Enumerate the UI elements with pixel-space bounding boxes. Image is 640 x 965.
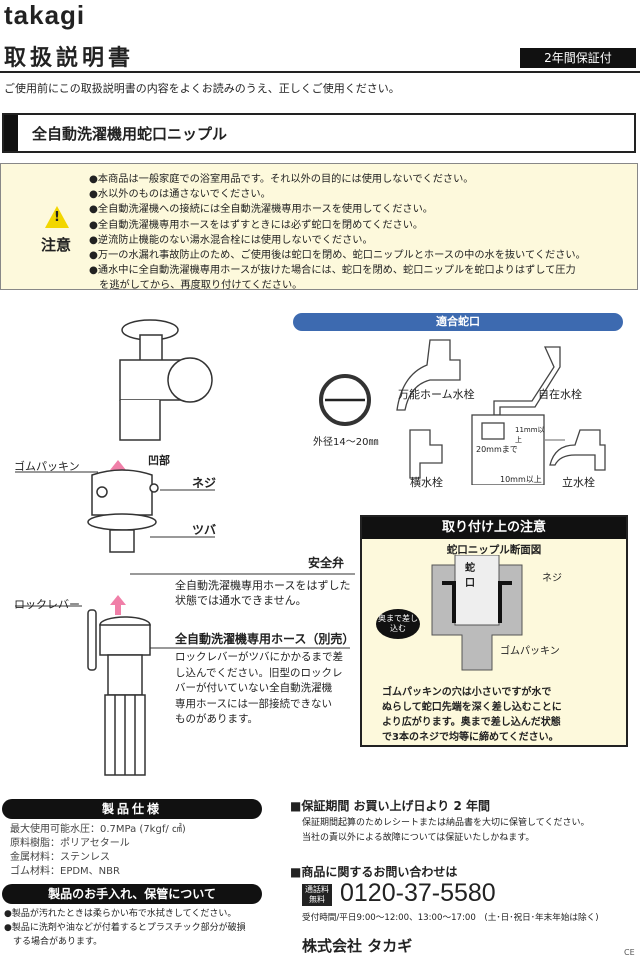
safety-valve-label: 安全弁 [308,556,345,570]
safety-valve-desc: 全自動洗濯機専用ホースをはずした [175,579,351,592]
gom-packing-label: ゴムパッキン [500,646,560,657]
dim-10-label: 10mm以上 [500,475,542,484]
faucet-flexible-icon [493,346,561,416]
caution-box: ! 注意 ●本商品は一般家庭での浴室用品です。それ以外の目的には使用しないでくだ… [0,163,638,291]
push-in-callout: 奥まで差し込む [376,609,420,639]
faucet-universal-icon [396,339,461,411]
spec-item: ゴム材料：EPDM、NBR [10,866,120,877]
care-item: ●製品に洗剤や油などが付着するとプラスチック部分が破損 [4,923,246,933]
caution-item: ●万一の水漏れ事故防止のため、ご使用後は蛇口を閉め、蛇口ニップルとホースの中の水… [89,250,586,262]
install-note-text: ゴムパッキンの穴は小さいですが水で ぬらして蛇口先端を深く差し込むことに より広… [382,685,562,745]
caution-item: ●通水中に全自動洗濯機専用ホースが抜けた場合には、蛇口を閉め、蛇口ニップルを蛇口… [89,265,576,277]
nipple-drawing [87,469,159,553]
warranty-line: 保証期間起算のためレシートまたは納品書を大切に保管してください。 [302,818,590,828]
safety-valve-desc: 状態では通水できません。 [175,594,307,607]
hose-label: 全自動洗濯機専用ホース（別売） [175,632,355,646]
cross-section-drawing [431,555,523,671]
caution-label: 注意 [41,236,72,254]
intro-text: ご使用前にこの取扱説明書の内容をよくお読みのうえ、正しくご使用ください。 [4,82,400,95]
hose-desc-line: バーが付いていない全自動洗濯機 [175,682,333,694]
faucet-type-label: 立水栓 [562,476,595,489]
contact-title: ■商品に関するお問い合わせは [290,865,458,879]
warranty-title: ■保証期間 お買い上げ日より 2 年間 [290,799,490,813]
warning-icon: ! [45,206,69,228]
lock-lever-label: ロックレバー [14,598,80,611]
warranty-badge: 2年間保証付 [520,48,636,68]
takagi-logo: takagi [4,0,86,30]
warranty-line: 当社の責以外による故障については保証いたしかねます。 [302,833,535,843]
note-line: ぬらして蛇口先端を深く差し込むことに [382,702,562,713]
hose-desc: ロックレバーがツバにかかるまで差 し込んでください。旧型のロックレ バーが付いて… [175,650,343,728]
recess-label: 凹部 [148,454,170,467]
caution-item: ●全自動洗濯機専用ホースをはずすときには必ず蛇口を閉めてください。 [89,219,424,231]
company-name: 株式会社 タカギ [302,937,413,955]
caution-item: ●水以外のものは通さないでください。 [89,189,271,201]
product-name-box: 全自動洗濯機用蛇口ニップル [2,113,636,153]
toll-free-badge: 通話料無料 [302,884,332,906]
care-list: ●製品が汚れたときは柔らかい布で水拭きしてください。 ●製品に洗剤や油などが付着… [4,907,246,949]
hose-desc-line: し込んでください。旧型のロックレ [175,666,343,679]
faucet-standing-icon [549,429,606,471]
care-item: する場合があります。 [4,937,103,947]
gom-packing-label: ゴムパッキン [14,460,80,473]
install-note-title: 取り付け上の注意 [362,517,626,539]
product-name: 全自動洗濯機用蛇口ニップル [32,124,228,143]
faucet-illustrations [319,339,606,485]
spec-item: 最大使用可能水圧：0.7MPa (7kgf/ ㎠) [10,824,186,835]
faucet-type-label: 自在水栓 [538,388,582,401]
note-line: で3本のネジで均等に締めてください。 [382,732,559,743]
spec-item: 金属材料：ステンレス [10,852,110,863]
accent-bar [4,115,18,151]
caution-item: ●全自動洗濯機への接続には全自動洗濯機専用ホースを使用してください。 [89,204,433,216]
faucet-type-label: 横水栓 [410,476,443,489]
faucet-label: 蛇口 [465,563,475,589]
diameter-label: 外径14〜20㎜ [313,437,379,448]
faucet-type-label: 万能ホーム水栓 [398,388,475,401]
care-item: ●製品が汚れたときは柔らかい布で水拭きしてください。 [4,909,237,919]
caution-list: ●本商品は一般家庭での浴室用品です。それ以外の目的には使用しないでください。 ●… [89,172,586,294]
pipe-diameter-icon [319,374,371,426]
ce-mark: CE [624,948,635,957]
caution-item: を逃がしてから、再度取り付けてください。 [89,280,303,292]
page-title: 取扱説明書 [4,46,135,71]
specs-list: 最大使用可能水圧：0.7MPa (7kgf/ ㎠) 原料樹脂：ポリアセタール 金… [10,823,186,879]
note-line: ゴムパッキンの穴は小さいですが水で [382,687,552,698]
faucet-side-icon [409,429,443,479]
assembly-illustration [15,319,355,776]
divider [0,71,640,73]
up-arrow-icon [110,595,126,615]
caution-item: ●本商品は一般家庭での浴室用品です。それ以外の目的には使用しないでください。 [89,174,474,185]
spec-item: 原料樹脂：ポリアセタール [10,838,130,849]
hose-desc-line: ロックレバーがツバにかかるまで差 [175,651,343,663]
hose-drawing [87,609,151,776]
business-hours: 受付時間/平日9:00〜12:00、13:00〜17:00 (土･日･祝日･年末… [302,913,599,923]
warranty-text: 保証期間起算のためレシートまたは納品書を大切に保管してください。 当社の責以外に… [302,816,589,846]
flange-label: ツバ [192,523,217,537]
hose-desc-line: ものがあります。 [175,713,258,725]
dim-11-label: 11mm以上 [515,426,545,444]
screw-label: ネジ [192,476,217,490]
cross-section-title: 蛇口ニップル断面図 [446,544,542,556]
specs-header: 製品仕様 [2,799,262,819]
caution-item: ●逆流防止機能のない湯水混合栓には使用しないでください。 [89,234,373,246]
compatible-faucets-header: 適合蛇口 [293,313,623,331]
hose-desc-line: 専用ホースには一部接続できない [175,697,332,710]
screw-label: ネジ [542,573,562,584]
phone-number: 0120-37-5580 [340,879,496,907]
note-line: より広がります。奥まで差し込んだ状態 [382,717,561,728]
faucet-drawing [119,319,213,441]
dim-20-label: 20mmまで [476,445,518,454]
care-header: 製品のお手入れ、保管について [2,884,262,904]
install-note-box: 取り付け上の注意 蛇口ニップル断面図 蛇口 ネジ ゴムパッキン 奥まで差し込む … [360,515,628,747]
